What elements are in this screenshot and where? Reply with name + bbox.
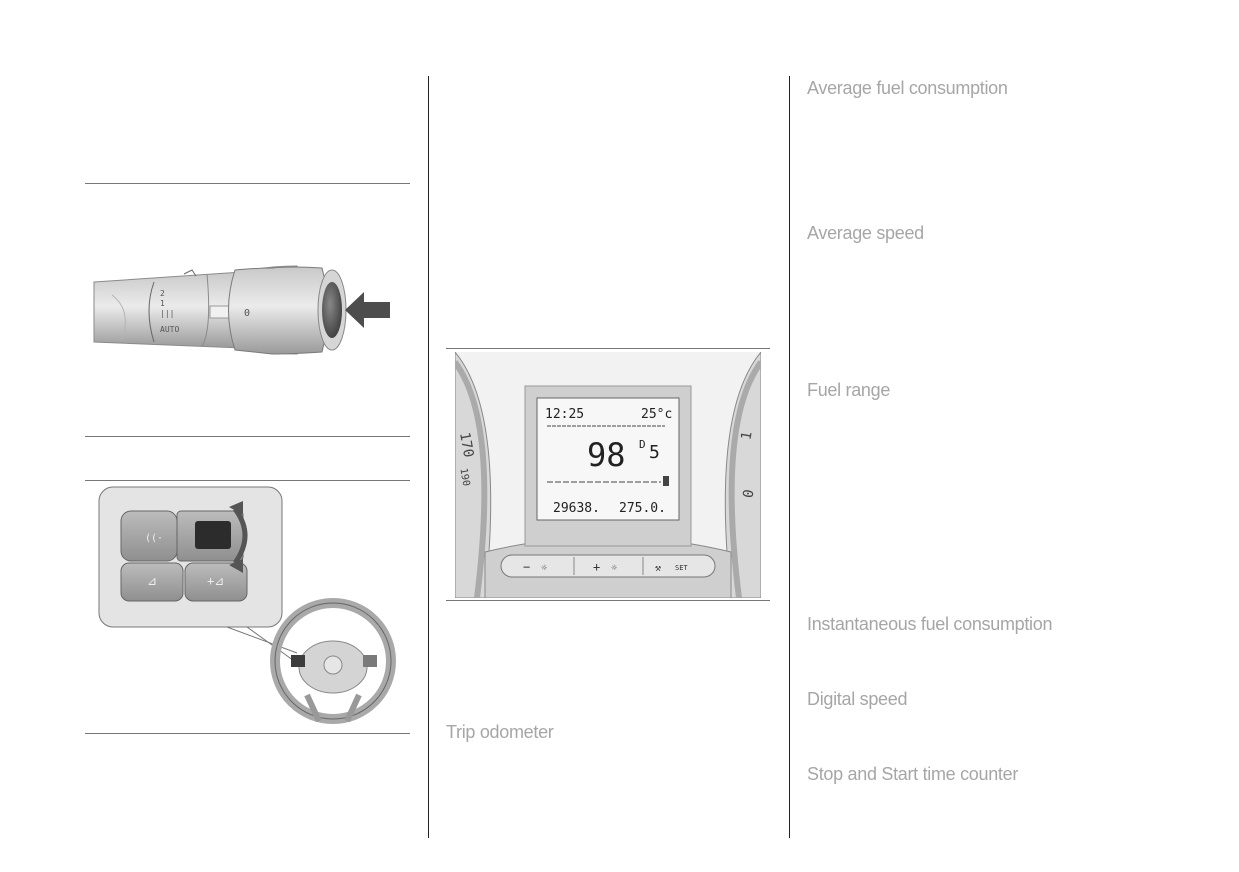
stalk-position: 2: [160, 289, 165, 298]
instrument-cluster-illustration: 170 190 1 0 12:25 25°c 98 D 5 29638. 275…: [452, 350, 764, 599]
display-temperature: 25°c: [641, 407, 672, 422]
display-gear-letter: D: [639, 438, 646, 451]
speedo-label: 190: [457, 467, 471, 487]
svg-text:☼: ☼: [541, 563, 548, 574]
stalk-ring-position: 0: [244, 308, 250, 319]
svg-text:⊿: ⊿: [147, 574, 157, 588]
speedo-label: 170: [456, 431, 476, 459]
tacho-label: 0: [740, 488, 757, 499]
figure-rule: [85, 733, 410, 734]
stalk-position: AUTO: [160, 325, 179, 334]
tacho-label: 1: [738, 430, 755, 441]
figure-rule: [85, 480, 410, 481]
column-divider-right: [789, 76, 790, 838]
display-odometer: 29638.: [553, 501, 600, 516]
heading-average-fuel-consumption: Average fuel consumption: [807, 78, 1008, 98]
steering-wheel-controls-illustration: ((· ⊿ +⊿: [97, 485, 397, 730]
figure-rule: [85, 436, 410, 437]
wiper-stalk-illustration: 2 1 ||| AUTO 0: [92, 250, 397, 370]
heading-stop-start-counter: Stop and Start time counter: [807, 764, 1019, 784]
display-time: 12:25: [545, 407, 584, 422]
figure-rule: [85, 183, 410, 184]
svg-text:((·: ((·: [145, 533, 163, 544]
heading-average-speed: Average speed: [807, 223, 924, 243]
figure-rule: [446, 348, 770, 349]
heading-fuel-range: Fuel range: [807, 380, 891, 400]
stalk-position: 1: [160, 299, 165, 308]
column-divider-left: [428, 76, 429, 838]
display-gear-number: 98: [587, 436, 626, 474]
set-button[interactable]: SET: [675, 564, 688, 572]
heading-instantaneous-fuel-consumption: Instantaneous fuel consumption: [807, 614, 1053, 634]
svg-text:☼: ☼: [611, 563, 618, 574]
wrench-icon: ⚒: [655, 563, 661, 574]
brightness-plus-button[interactable]: +: [593, 560, 600, 574]
svg-text:+⊿: +⊿: [207, 574, 224, 588]
display-gear-alt: 5: [649, 442, 660, 463]
brightness-minus-button[interactable]: −: [523, 560, 530, 574]
stalk-position: |||: [160, 309, 174, 318]
figure-rule: [446, 600, 770, 601]
display-trip: 275.0.: [619, 501, 666, 516]
heading-digital-speed: Digital speed: [807, 689, 908, 709]
heading-trip-odometer: Trip odometer: [446, 722, 554, 742]
